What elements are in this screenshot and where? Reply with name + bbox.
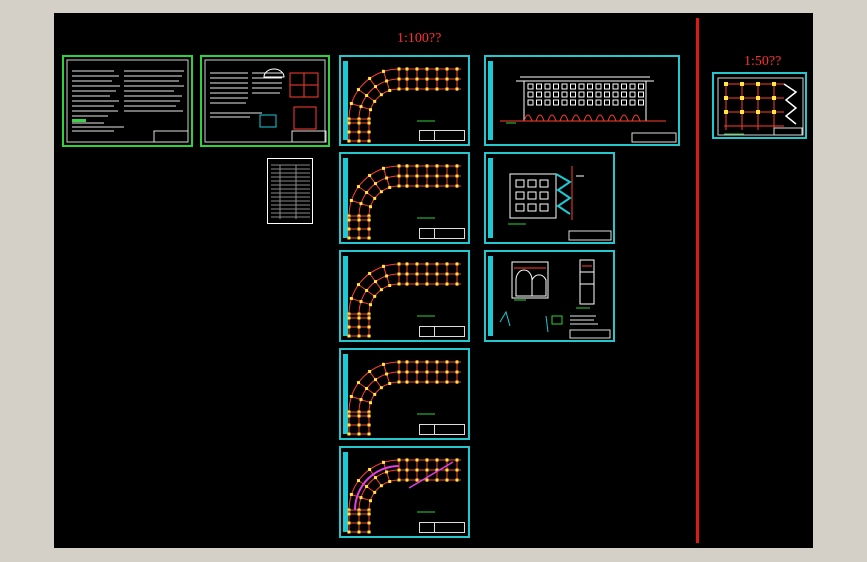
sheet-roof-plan[interactable] [339,446,470,538]
drawing-list-graphic [271,164,310,219]
front-elevation [500,76,677,143]
scale-label-right: 1:50?? [744,54,782,69]
sheet-plan-1[interactable] [339,55,470,146]
title-block [419,326,465,337]
title-block [419,130,465,141]
scale-label-left: 1:100?? [397,31,442,46]
sheet-plan-4[interactable] [339,348,470,440]
floor-plan-3 [347,262,461,338]
sheet-strip [343,256,348,336]
sheet-side-elevation[interactable] [484,152,615,244]
sheet-drawing-list[interactable] [267,158,313,224]
roof-plan [347,458,461,534]
title-block [419,424,465,435]
material-table-graphic [204,59,327,143]
floor-plan-4 [347,360,461,436]
sheet-strip [343,452,348,532]
title-block [419,522,465,533]
sheet-strip [343,61,348,140]
sheet-plan-2[interactable] [339,152,470,244]
sheet-front-elevation[interactable] [484,55,680,146]
sheet-strip [488,61,493,140]
floor-plan-1 [347,67,461,143]
sheet-design-notes[interactable] [62,55,193,147]
side-elevation [508,166,612,241]
floor-plan-2 [347,164,461,240]
cad-model-space[interactable]: 1:100?? 1:50?? [54,13,813,548]
sheet-strip [343,158,348,238]
sheet-plan-3[interactable] [339,250,470,342]
design-notes-graphic [66,59,189,143]
stair-detail-plan [717,77,804,136]
sheet-strip [488,158,493,238]
detail-drawings [499,259,611,339]
sheet-material-table[interactable] [200,55,330,147]
title-block [419,228,465,239]
sheet-details[interactable] [484,250,615,342]
sheet-strip [343,354,348,434]
sheet-strip [488,256,493,336]
divider-line [696,18,699,543]
sheet-stair-detail[interactable] [712,72,807,139]
